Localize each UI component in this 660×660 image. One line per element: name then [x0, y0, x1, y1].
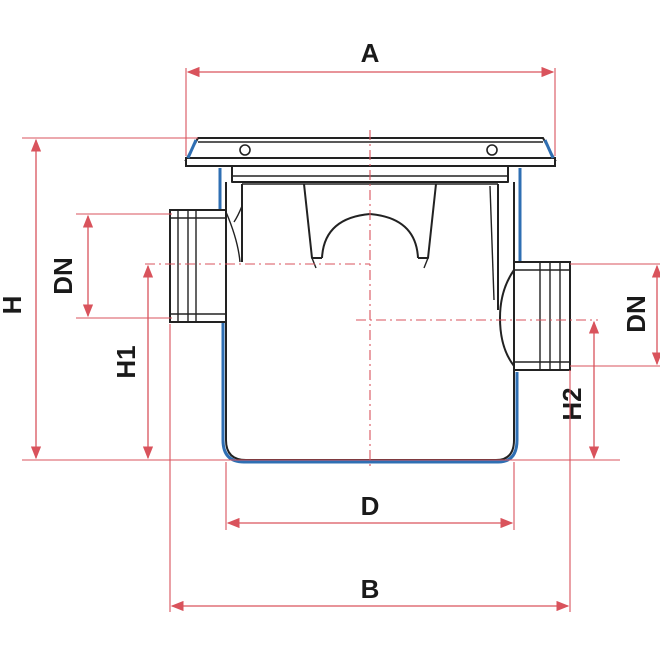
inner-baffle [233, 183, 499, 310]
screw-hole-left [239, 144, 251, 156]
dimension-h2: H2 [557, 320, 600, 460]
label-b: B [361, 574, 380, 604]
label-dn-left: DN [48, 257, 78, 295]
dimension-h1: H1 [111, 264, 154, 460]
dimension-dn-left: DN [48, 213, 172, 319]
label-dn-right: DN [621, 295, 651, 333]
label-d: D [361, 491, 380, 521]
right-outlet-pipe [499, 261, 571, 371]
dimension-a: A [185, 38, 556, 156]
dimension-d: D [225, 462, 515, 530]
dimension-b: B [169, 324, 571, 612]
dimension-h: H [0, 137, 620, 461]
label-h2: H2 [557, 387, 587, 420]
left-inlet-pipe [169, 209, 241, 323]
dimension-dn-right: DN [570, 263, 660, 367]
center-lines [145, 130, 598, 470]
screw-hole-right [486, 144, 498, 156]
label-h1: H1 [111, 345, 141, 378]
label-h: H [0, 296, 27, 315]
label-a: A [361, 38, 380, 68]
